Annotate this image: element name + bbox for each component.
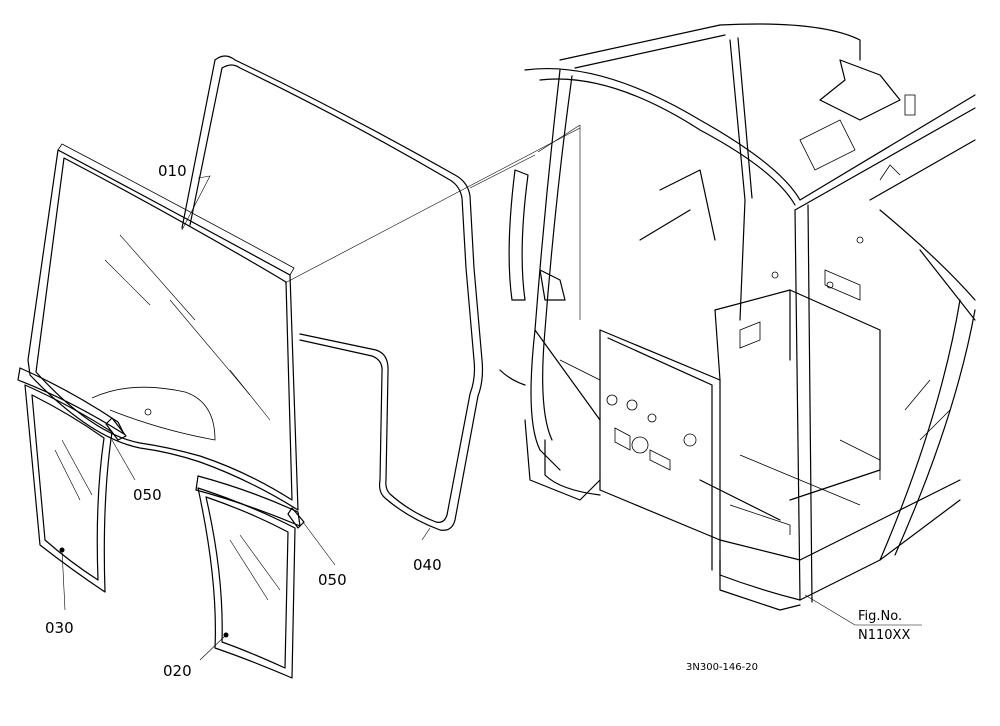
drawing-code: 3N300-146-20 <box>686 662 758 673</box>
leader-lines <box>61 124 581 661</box>
fig-no-label: Fig.No. <box>858 609 902 624</box>
label-050-right: 050 <box>318 571 347 589</box>
part-010-windshield <box>27 143 299 511</box>
label-010: 010 <box>158 162 187 180</box>
label-030: 030 <box>45 619 74 637</box>
part-030-left-glass <box>24 384 113 593</box>
part-050-seal-strip-right <box>195 475 305 529</box>
part-040-seal-frame <box>181 55 484 531</box>
cab-frame <box>499 23 976 611</box>
label-040: 040 <box>413 556 442 574</box>
label-050-left: 050 <box>133 486 162 504</box>
part-020-right-glass <box>197 487 296 679</box>
fig-no-value: N110XX <box>858 628 910 643</box>
label-020: 020 <box>163 662 192 680</box>
part-050-seal-strip-left <box>17 367 127 441</box>
figure-caption: Fig.No. N110XX 3N300-146-20 <box>686 594 922 673</box>
